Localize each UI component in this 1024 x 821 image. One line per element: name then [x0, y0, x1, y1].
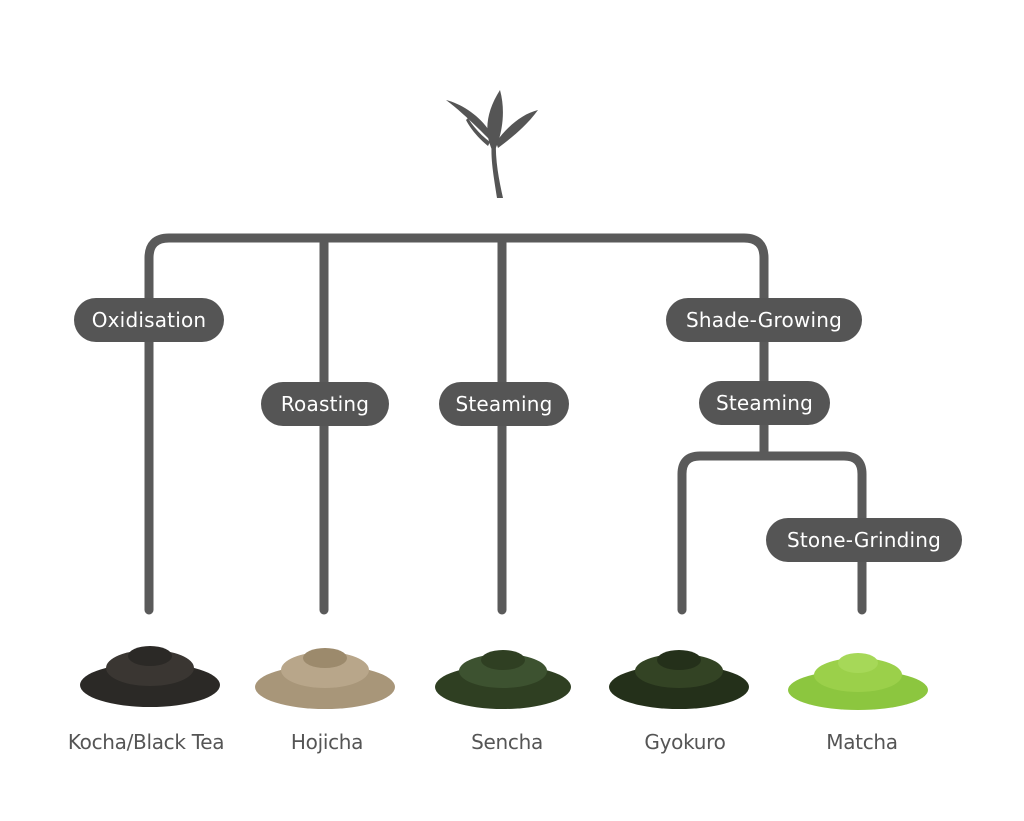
process-steaming-sencha: Steaming: [439, 382, 569, 426]
sencha-leaves-image: [435, 650, 571, 709]
shade-split-line: [677, 451, 867, 615]
process-steaming-gyokuro: Steaming: [699, 381, 830, 425]
tea-leaf-icon: [446, 90, 538, 198]
matcha-powder-image: [788, 653, 928, 710]
process-oxidisation: Oxidisation: [74, 298, 224, 342]
gyokuro-leaves-image: [609, 650, 749, 709]
hojicha-leaves-image: [255, 648, 395, 709]
kocha-leaves-image: [80, 646, 220, 707]
tea-images: [80, 646, 928, 710]
tea-label-kocha: Kocha/Black Tea: [67, 730, 225, 754]
tea-label-matcha: Matcha: [826, 730, 898, 754]
tea-label-hojicha: Hojicha: [290, 730, 364, 754]
process-roasting: Roasting: [261, 382, 389, 426]
tea-label-gyokuro: Gyokuro: [644, 730, 726, 754]
main-branch-line: [144, 233, 769, 615]
tea-label-sencha: Sencha: [471, 730, 543, 754]
process-stone-grinding: Stone-Grinding: [766, 518, 962, 562]
process-shade-growing: Shade-Growing: [666, 298, 862, 342]
